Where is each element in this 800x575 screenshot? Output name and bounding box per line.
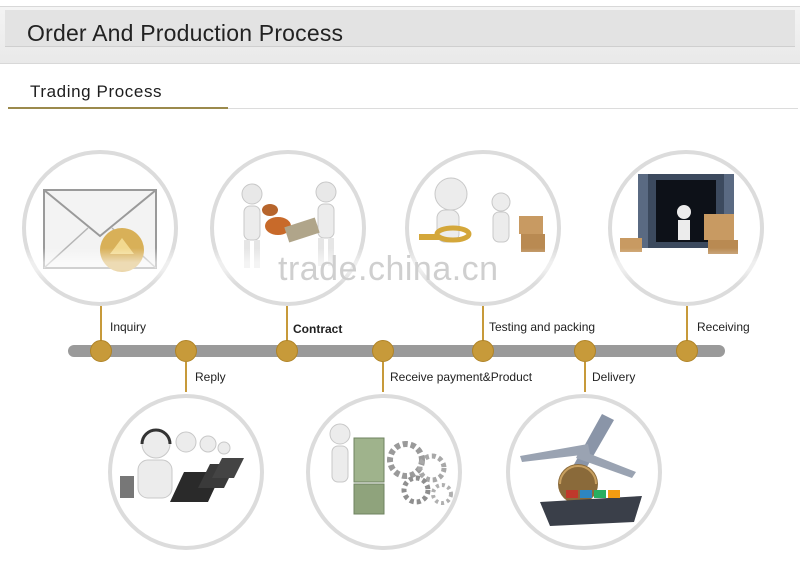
timeline-bar [68,345,725,357]
stem-contract [286,306,288,342]
stem-receiving [686,306,688,342]
payment-image [306,394,462,550]
stem-testing [482,306,484,342]
stem-reply [185,362,187,392]
step-label-testing: Testing and packing [489,320,596,334]
stem-inquiry [100,306,102,342]
step-label-payment: Receive payment&Product [390,370,533,384]
delivery-image [506,394,662,550]
timeline-dot-testing [472,340,494,362]
stem-payment [382,362,384,392]
step-label-inquiry: Inquiry [110,320,147,334]
section-divider-accent [8,107,228,109]
watermark-fade [0,248,800,284]
step-label-reply: Reply [195,370,226,384]
timeline-dot-receiving [676,340,698,362]
section-title: Trading Process [30,82,163,101]
page-title: Order And Production Process [27,20,344,46]
money-gears-icon [329,423,453,515]
timeline-dot-payment [372,340,394,362]
reply-image [108,394,264,550]
header-bar [5,10,795,47]
step-label-receiving: Receiving [697,320,750,334]
watermark: trade.china.cn [278,250,499,288]
timeline-dot-contract [276,340,298,362]
magnifier-boxes-icon [419,177,545,252]
airplane-ship-icon [520,414,642,526]
section-divider [8,108,798,109]
timeline-dot-inquiry [90,340,112,362]
stem-delivery [584,362,586,392]
step-label-delivery: Delivery [592,370,636,384]
container-icon [620,174,738,254]
step-label-contract: Contract [293,322,343,336]
call-center-icon [120,428,244,502]
timeline-dot-delivery [574,340,596,362]
timeline-dot-reply [175,340,197,362]
